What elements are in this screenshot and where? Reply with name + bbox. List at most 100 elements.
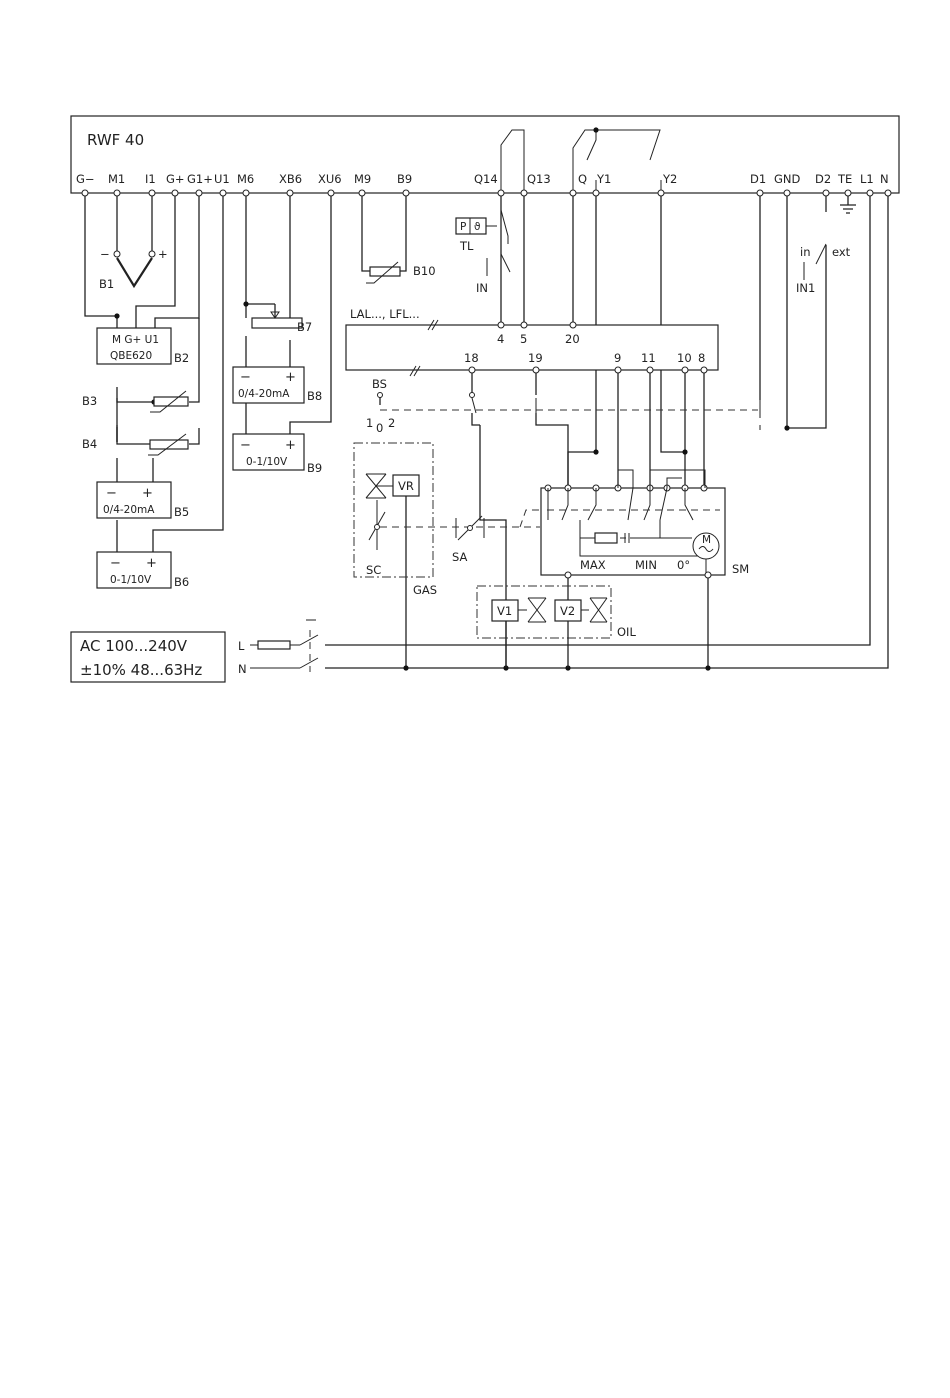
power-n: N: [238, 662, 247, 676]
b6-box: [96, 551, 172, 589]
bc-terminal-10: 10: [677, 351, 692, 365]
sm-box: [540, 487, 726, 576]
sensor-b7: B7: [251, 311, 312, 334]
motor-m: M: [702, 534, 711, 546]
sensor-b2: M G+ U1 QBE620 B2: [96, 327, 189, 365]
bc-terminal-8: 8: [698, 351, 705, 365]
power-supply: AC 100...240V ±10% 48...63Hz L N: [70, 619, 319, 683]
sensor-b10: B10: [366, 261, 436, 284]
sm-label: SM: [732, 562, 749, 576]
b3-label: B3: [82, 394, 97, 408]
b2-box: [96, 327, 172, 365]
bs-pos-2: 2: [388, 416, 395, 430]
b6-range: 0-1/10V: [110, 574, 152, 586]
terminal-label-i1: I1: [145, 172, 156, 186]
b2-pins: M G+ U1: [112, 334, 159, 346]
b9-label: B9: [307, 461, 322, 475]
tl-theta: ϑ: [474, 221, 481, 233]
b4-label: B4: [82, 437, 97, 451]
fuse: [257, 640, 291, 650]
sensor-b3: B3: [82, 390, 189, 413]
terminal-label-b9: B9: [397, 172, 412, 186]
terminal-label-xu6: XU6: [318, 172, 342, 186]
power-box: [70, 631, 226, 683]
terminal-label-q14: Q14: [474, 172, 498, 186]
bc-terminal-9: 9: [614, 351, 621, 365]
terminal-label-g-minus: G−: [76, 172, 95, 186]
b5-range: 0/4-20mA: [103, 504, 155, 516]
terminal-label-y2: Y2: [662, 172, 677, 186]
terminal-label-m9: M9: [354, 172, 371, 186]
gas-section: VR SC GAS: [353, 442, 540, 597]
terminal-label-u1: U1: [214, 172, 230, 186]
sensor-b4: B4: [82, 433, 189, 456]
bc-terminal-5: 5: [520, 332, 527, 346]
bc-terminal-4: 4: [497, 332, 504, 346]
b7-label: B7: [297, 320, 312, 334]
terminal-label-gnd: GND: [774, 172, 801, 186]
terminal-label-m6: M6: [237, 172, 254, 186]
terminal-label-y1: Y1: [596, 172, 611, 186]
relay-q13-q14-contact: [500, 129, 525, 193]
wires: [84, 193, 889, 669]
bc-terminal-18: 18: [464, 351, 479, 365]
bc-terminal-19: 19: [528, 351, 543, 365]
v1-label: V1: [497, 604, 512, 618]
power-l: L: [238, 639, 245, 653]
sensor-b1: − + B1: [99, 247, 168, 291]
b8-plus: +: [285, 370, 296, 385]
terminal-label-g1-plus: G1+: [187, 172, 213, 186]
power-line2: ±10% 48...63Hz: [80, 661, 202, 679]
b8-label: B8: [307, 389, 322, 403]
sm-min: MIN: [635, 558, 657, 572]
bc-terminal-20: 20: [565, 332, 580, 346]
b1-plus: +: [158, 247, 168, 261]
tl-label: TL: [459, 239, 474, 253]
terminal-label-d1: D1: [750, 172, 766, 186]
b10-label: B10: [413, 264, 436, 278]
b5-plus: +: [142, 486, 153, 501]
bc-terminal-11: 11: [641, 351, 656, 365]
vr-box: [392, 474, 420, 497]
b2-label: B2: [174, 351, 189, 365]
terminal-label-q13: Q13: [527, 172, 551, 186]
sensor-b5: − + 0/4-20mA B5: [96, 481, 189, 519]
oil-section: V1 V2 OIL: [476, 585, 636, 668]
terminal-label-q: Q: [578, 172, 587, 186]
sensor-b6: − + 0-1/10V B6: [96, 551, 189, 589]
b8-minus: −: [240, 370, 251, 385]
sc-label: SC: [366, 563, 381, 577]
b9-plus: +: [285, 438, 296, 453]
terminal-label-g-plus: G+: [166, 172, 185, 186]
terminal-label-n: N: [880, 172, 889, 186]
rwf40-controller: RWF 40: [70, 115, 900, 194]
b9-range: 0-1/10V: [246, 456, 288, 468]
bs-pos-1: 1: [366, 416, 373, 430]
b6-plus: +: [146, 556, 157, 571]
b9-minus: −: [240, 438, 251, 453]
sensor-b9: − + 0-1/10V B9: [232, 433, 322, 475]
b8-range: 0/4-20mA: [238, 388, 290, 400]
sa-label: SA: [452, 550, 468, 564]
terminal-label-l1: L1: [860, 172, 874, 186]
vr-label: VR: [398, 479, 414, 493]
bs-pos-0: 0: [376, 421, 383, 435]
terminal-labels: G− M1 I1 G+ G1+ U1 M6 XB6 XU6 M9 B9 Q14 …: [76, 172, 889, 186]
power-line1: AC 100...240V: [80, 637, 188, 655]
in1-ext: ext: [832, 245, 851, 259]
terminal-label-xb6: XB6: [279, 172, 302, 186]
switch-in1: in ext IN1: [796, 243, 851, 295]
in1-label: IN1: [796, 281, 815, 295]
bs-label: BS: [372, 377, 387, 391]
b6-label: B6: [174, 575, 189, 589]
burner-control-box: [345, 324, 719, 371]
b1-minus: −: [100, 247, 110, 261]
b5-minus: −: [106, 486, 117, 501]
b6-minus: −: [110, 556, 121, 571]
b9-box: [232, 433, 305, 471]
sm-max: MAX: [580, 558, 606, 572]
terminal-label-te: TE: [837, 172, 852, 186]
controller-title: RWF 40: [87, 131, 144, 149]
servomotor-sm: M MAX MIN 0° SM: [540, 469, 749, 579]
